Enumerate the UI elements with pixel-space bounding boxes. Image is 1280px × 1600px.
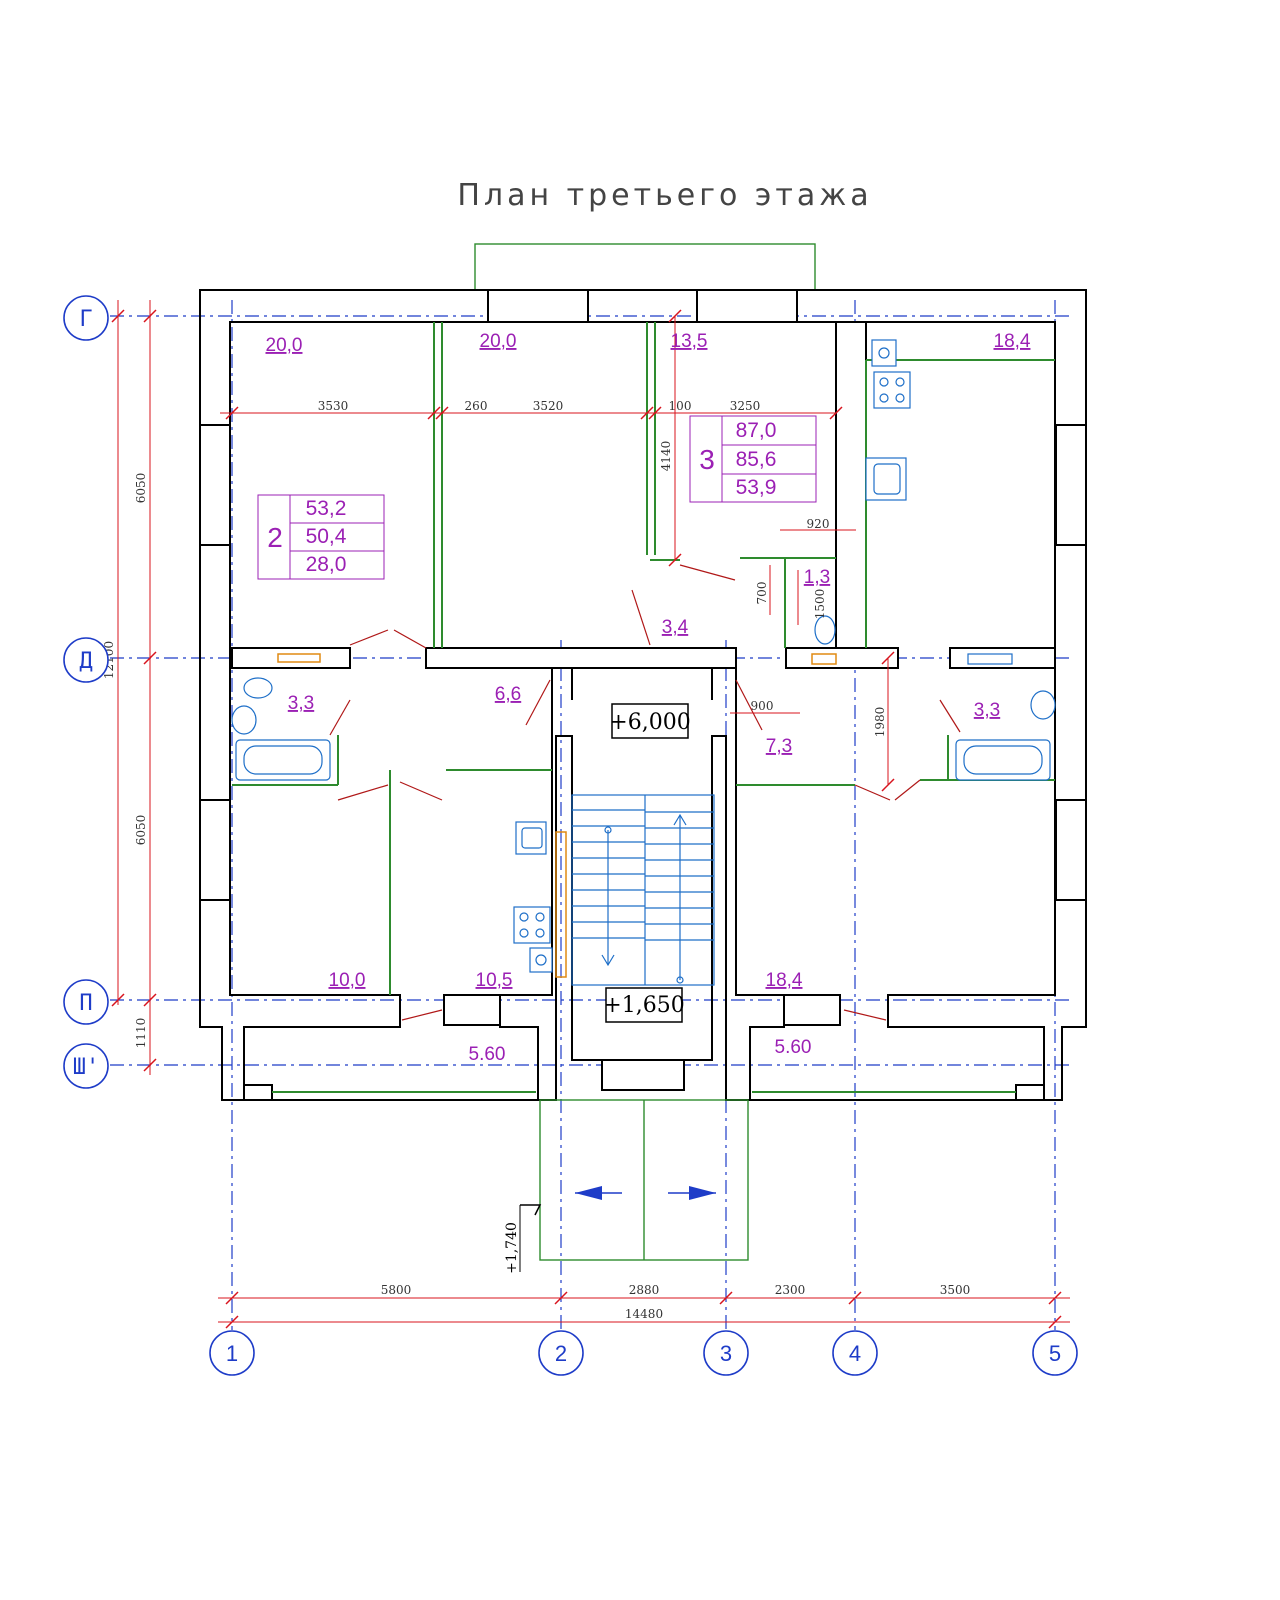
level-stair-bottom: +1,650 [603, 993, 684, 1018]
axis-marker-row: П [79, 991, 92, 1016]
dim-260: 260 [465, 399, 488, 413]
apartment-usable-area: 50,4 [306, 525, 347, 548]
column-axis-markers: 1 2 3 4 5 [209, 1330, 1078, 1376]
axis-marker-4: 4 [849, 1341, 861, 1366]
axis-marker-2: 2 [555, 1341, 567, 1366]
balcony-area-left: 5.60 [469, 1044, 506, 1065]
plan-title: План третьего этажа [457, 178, 872, 213]
row-axis-markers: Г Д П Ш' [63, 295, 109, 1089]
room-areas: 20,0 20,0 13,5 18,4 3,3 6,6 3,4 1,3 7,3 … [266, 331, 1031, 1065]
dim-900: 900 [751, 699, 774, 713]
axis-marker-5: 5 [1049, 1341, 1061, 1366]
apartment-usable-area: 85,6 [736, 448, 777, 471]
room-area-label: 10,0 [329, 970, 366, 991]
apartment-living-area: 53,9 [736, 476, 777, 499]
apartment-number: 3 [699, 444, 715, 475]
door-swings [329, 564, 961, 1021]
room-area-label: 1,3 [804, 567, 830, 588]
dim-6050-top: 6050 [134, 473, 148, 504]
room-area-label: 6,6 [495, 684, 521, 705]
axis-marker-3: 3 [720, 1341, 732, 1366]
axis-marker-row: Ш' [73, 1055, 100, 1080]
dim-920: 920 [807, 517, 830, 531]
dim-3500: 3500 [940, 1283, 971, 1297]
dim-1110: 1110 [134, 1018, 148, 1049]
room-area-label: 7,3 [766, 736, 792, 757]
outer-walls [199, 289, 1087, 1101]
room-area-label: 3,3 [974, 700, 1000, 721]
axis-marker-1: 1 [226, 1341, 238, 1366]
dim-2300: 2300 [775, 1283, 806, 1297]
dimension-lines [111, 300, 1070, 1329]
room-area-label: 3,4 [662, 617, 689, 638]
arrow-right-icon [689, 1186, 716, 1200]
room-area-label: 18,4 [994, 331, 1031, 352]
axis-marker-row: Д [79, 649, 92, 674]
dim-3520: 3520 [533, 399, 564, 413]
dim-5800: 5800 [381, 1283, 412, 1297]
entrance-arrows [575, 1186, 716, 1200]
apartment-living-area: 28,0 [306, 553, 347, 576]
dim-100: 100 [669, 399, 692, 413]
staircase [571, 794, 715, 986]
balcony-area-right: 5.60 [775, 1037, 812, 1058]
room-area-label: 18,4 [766, 970, 803, 991]
dim-3530: 3530 [318, 399, 349, 413]
dim-700: 700 [755, 582, 769, 605]
room-area-label: 20,0 [480, 331, 517, 352]
apartment-number: 2 [267, 522, 283, 553]
level-marks: +6,000 +1,650 +1,740 [504, 703, 691, 1274]
room-area-label: 20,0 [266, 335, 303, 356]
axis-marker-row: Г [79, 307, 92, 332]
level-stair-top: +6,000 [609, 710, 690, 735]
dim-6050-bottom: 6050 [134, 815, 148, 846]
room-area-label: 13,5 [671, 331, 708, 352]
apartment-total-area: 53,2 [306, 497, 347, 520]
apartment-3-box: 3 87,0 85,6 53,9 [689, 415, 817, 503]
dimension-texts: 3530 260 3520 100 3250 4140 920 700 1500… [102, 399, 970, 1321]
apartment-total-area: 87,0 [736, 419, 777, 442]
level-entrance: +1,740 [504, 1222, 520, 1274]
arrow-left-icon [575, 1186, 602, 1200]
apartment-2-box: 2 53,2 50,4 28,0 [257, 494, 385, 580]
dim-4140: 4140 [659, 441, 673, 472]
interior-walls [231, 321, 1056, 1101]
axis-grid [110, 300, 1070, 1330]
dim-3250: 3250 [730, 399, 761, 413]
top-balcony [474, 243, 816, 291]
room-area-label: 10,5 [476, 970, 513, 991]
dim-1980: 1980 [873, 707, 887, 738]
room-area-label: 3,3 [288, 693, 314, 714]
fixtures [231, 339, 1056, 978]
dim-14480: 14480 [625, 1307, 663, 1321]
partitions [232, 322, 1055, 1261]
dim-1500: 1500 [813, 589, 827, 620]
dim-2880: 2880 [629, 1283, 660, 1297]
